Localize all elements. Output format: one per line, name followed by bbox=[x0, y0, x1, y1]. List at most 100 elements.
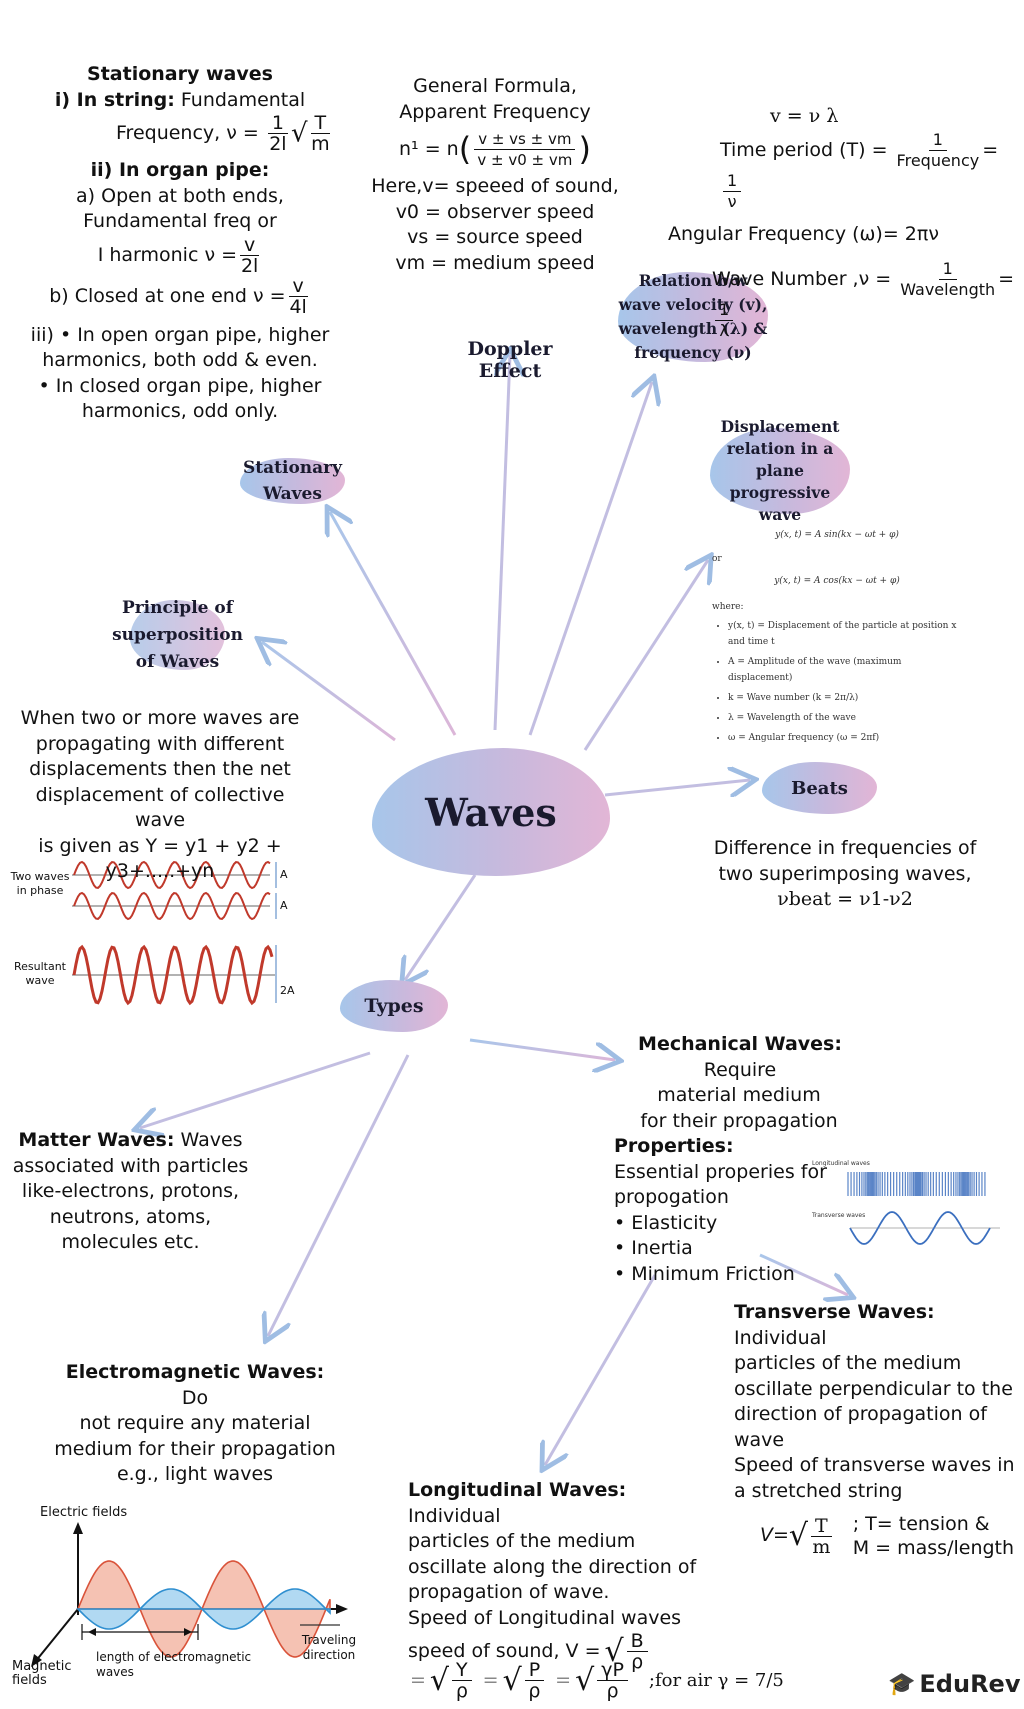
superposition-notes: When two or more waves are propagating w… bbox=[10, 706, 310, 885]
em-fig-magnetic: Magnetic fields bbox=[12, 1659, 72, 1688]
sp-label-result: Resultant wave bbox=[13, 960, 66, 987]
arrow-to-displacement bbox=[583, 560, 708, 751]
em-fig-electric: Electric fields bbox=[40, 1505, 128, 1520]
em-text2: not require any material bbox=[79, 1412, 311, 1434]
arrow-to-beats bbox=[604, 780, 750, 795]
long-text6: speed of sound, V = bbox=[408, 1639, 601, 1662]
freq-den: 2l bbox=[269, 133, 287, 155]
bubble-beats-label: Beats bbox=[791, 777, 848, 799]
mech-fig-trans-label: Transverse waves bbox=[812, 1212, 866, 1219]
mechanical-notes: Mechanical Waves: Require material mediu… bbox=[614, 1032, 864, 1287]
time-period-label: Time period (T) = bbox=[720, 138, 888, 161]
trans-v-den: m bbox=[812, 1535, 831, 1558]
center-waves-cloud: Waves bbox=[372, 748, 610, 876]
em-figure bbox=[31, 1522, 348, 1667]
freq-root-num: T bbox=[310, 113, 331, 134]
arrow-to-stationary bbox=[330, 512, 457, 736]
em-text1: Do bbox=[181, 1386, 209, 1409]
trans-note2: M = mass/length bbox=[852, 1537, 1015, 1559]
iii-line3: • In closed organ pipe, higher bbox=[38, 374, 322, 397]
pipe-head: ii) In organ pipe: bbox=[90, 159, 270, 181]
wn-num2: 1 bbox=[715, 300, 734, 321]
bubble-relation: Relation b/w wave velocity (v), waveleng… bbox=[618, 271, 768, 362]
closed-den: 4l bbox=[289, 295, 307, 318]
long-y-num: Y bbox=[452, 1660, 472, 1681]
bubble-doppler: Doppler Effect bbox=[440, 338, 580, 382]
open-line1: a) Open at both ends, bbox=[76, 184, 284, 207]
arrow-to-em bbox=[268, 1054, 410, 1336]
bubble-types: Types bbox=[340, 980, 448, 1032]
mech-p2: propogation bbox=[614, 1186, 729, 1208]
em-notes: Electromagnetic Waves: Do not require an… bbox=[50, 1360, 340, 1488]
trans-v-eq: V= bbox=[760, 1524, 789, 1547]
trans-head: Transverse Waves: bbox=[734, 1301, 935, 1323]
mech-text1: Require bbox=[703, 1058, 777, 1081]
disp-or: or bbox=[712, 554, 722, 564]
graduation-cap-icon: 🎓 bbox=[888, 1671, 916, 1697]
em-text4: e.g., light waves bbox=[116, 1463, 274, 1485]
beats-line2: two superimposing waves, bbox=[718, 862, 972, 885]
wn-den: Wavelength bbox=[900, 280, 996, 299]
em-head: Electromagnetic Waves: bbox=[65, 1361, 325, 1383]
superposition-figure bbox=[72, 860, 277, 1006]
doppler-line1: General Formula, bbox=[413, 75, 577, 97]
doppler-formula-den: v ± v0 ± vm bbox=[477, 151, 573, 169]
doppler-notes: General Formula, Apparent Frequency n¹ =… bbox=[360, 74, 630, 276]
trans-text2: particles of the medium bbox=[734, 1352, 962, 1374]
tp-den2: ν bbox=[727, 191, 737, 211]
longitudinal-notes: Longitudinal Waves: Individual particles… bbox=[408, 1478, 718, 1672]
doppler-formula-num: v ± vs ± vm bbox=[474, 129, 576, 150]
bubble-relation-label: Relation b/w wave velocity (v), waveleng… bbox=[618, 271, 768, 362]
open-line3: I harmonic ν = bbox=[97, 243, 238, 266]
beats-notes: Difference in frequencies of two superim… bbox=[700, 836, 990, 913]
wn-eq: = bbox=[998, 268, 1015, 290]
arrow-to-doppler bbox=[493, 355, 510, 731]
bubble-superposition: Principle of superposition of Waves bbox=[112, 598, 243, 672]
long-gp-num: γP bbox=[597, 1660, 628, 1681]
doppler-vm: vm = medium speed bbox=[395, 251, 595, 274]
trans-text5: wave bbox=[734, 1428, 785, 1451]
disp-item-4: ω = Angular frequency (ω = 2πf) bbox=[728, 730, 962, 746]
long-p-num: P bbox=[524, 1660, 545, 1681]
disp-where: where: bbox=[712, 602, 744, 612]
mech-fig-long-label: Longitudinal waves bbox=[812, 1160, 870, 1167]
trans-text1: Individual bbox=[734, 1326, 827, 1349]
trans-text6: Speed of transverse waves in bbox=[734, 1454, 1015, 1476]
displacement-notes: y(x, t) = A sin(kx − ωt + φ) or y(x, t) … bbox=[712, 530, 962, 746]
long-text5: Speed of Longitudinal waves bbox=[408, 1606, 682, 1629]
mech-p4: • Inertia bbox=[614, 1237, 693, 1259]
beats-line3: νbeat = ν1-ν2 bbox=[777, 888, 913, 910]
sp-line2: propagating with different bbox=[35, 732, 285, 755]
tp-num: 1 bbox=[928, 130, 947, 151]
bubble-doppler-label: Doppler Effect bbox=[467, 338, 553, 382]
bubble-stationary: Stationary Waves bbox=[240, 458, 345, 504]
long-p-den: ρ bbox=[528, 1680, 541, 1702]
angular-frequency: Angular Frequency (ω)= 2πν bbox=[668, 222, 939, 245]
open-den: 2l bbox=[240, 254, 259, 277]
arrow-to-transverse bbox=[759, 1253, 848, 1295]
matter-notes: Matter Waves: Waves associated with part… bbox=[8, 1128, 253, 1256]
em-fig-travel: Traveling direction bbox=[301, 1633, 357, 1662]
matter-text4: neutrons, atoms, bbox=[49, 1205, 212, 1228]
wave-number-label: Wave Number ,ν = bbox=[712, 268, 892, 290]
disp-eq2: y(x, t) = A cos(kx − ωt + φ) bbox=[774, 576, 900, 586]
transverse-notes: Transverse Waves: Individual particles o… bbox=[734, 1300, 1024, 1560]
disp-item-2: k = Wave number (k = 2π/λ) bbox=[728, 690, 962, 706]
tp-den: Frequency bbox=[896, 150, 980, 170]
iii-line4: harmonics, odd only. bbox=[81, 400, 279, 422]
mech-p5: • Minimum Friction bbox=[614, 1262, 795, 1285]
closed-line: b) Closed at one end ν = bbox=[49, 284, 286, 307]
beats-line1: Difference in frequencies of bbox=[713, 837, 977, 859]
freq-num: 1 bbox=[267, 113, 288, 134]
disp-item-1: A = Amplitude of the wave (maximum displ… bbox=[728, 654, 962, 686]
brand-name: EduRev bbox=[919, 1670, 1021, 1698]
bubble-displacement: Displacement relation in a plane progres… bbox=[710, 417, 850, 524]
arrow-to-relation bbox=[528, 382, 652, 736]
long-text4: propagation of wave. bbox=[408, 1581, 610, 1603]
sp-line4: displacement of collective wave bbox=[35, 783, 285, 832]
trans-text7: a stretched string bbox=[734, 1479, 903, 1502]
string-text: Fundamental bbox=[180, 88, 306, 111]
em-fig-length: length of electromagnetic waves bbox=[96, 1650, 252, 1679]
bubble-beats: Beats bbox=[762, 762, 877, 814]
